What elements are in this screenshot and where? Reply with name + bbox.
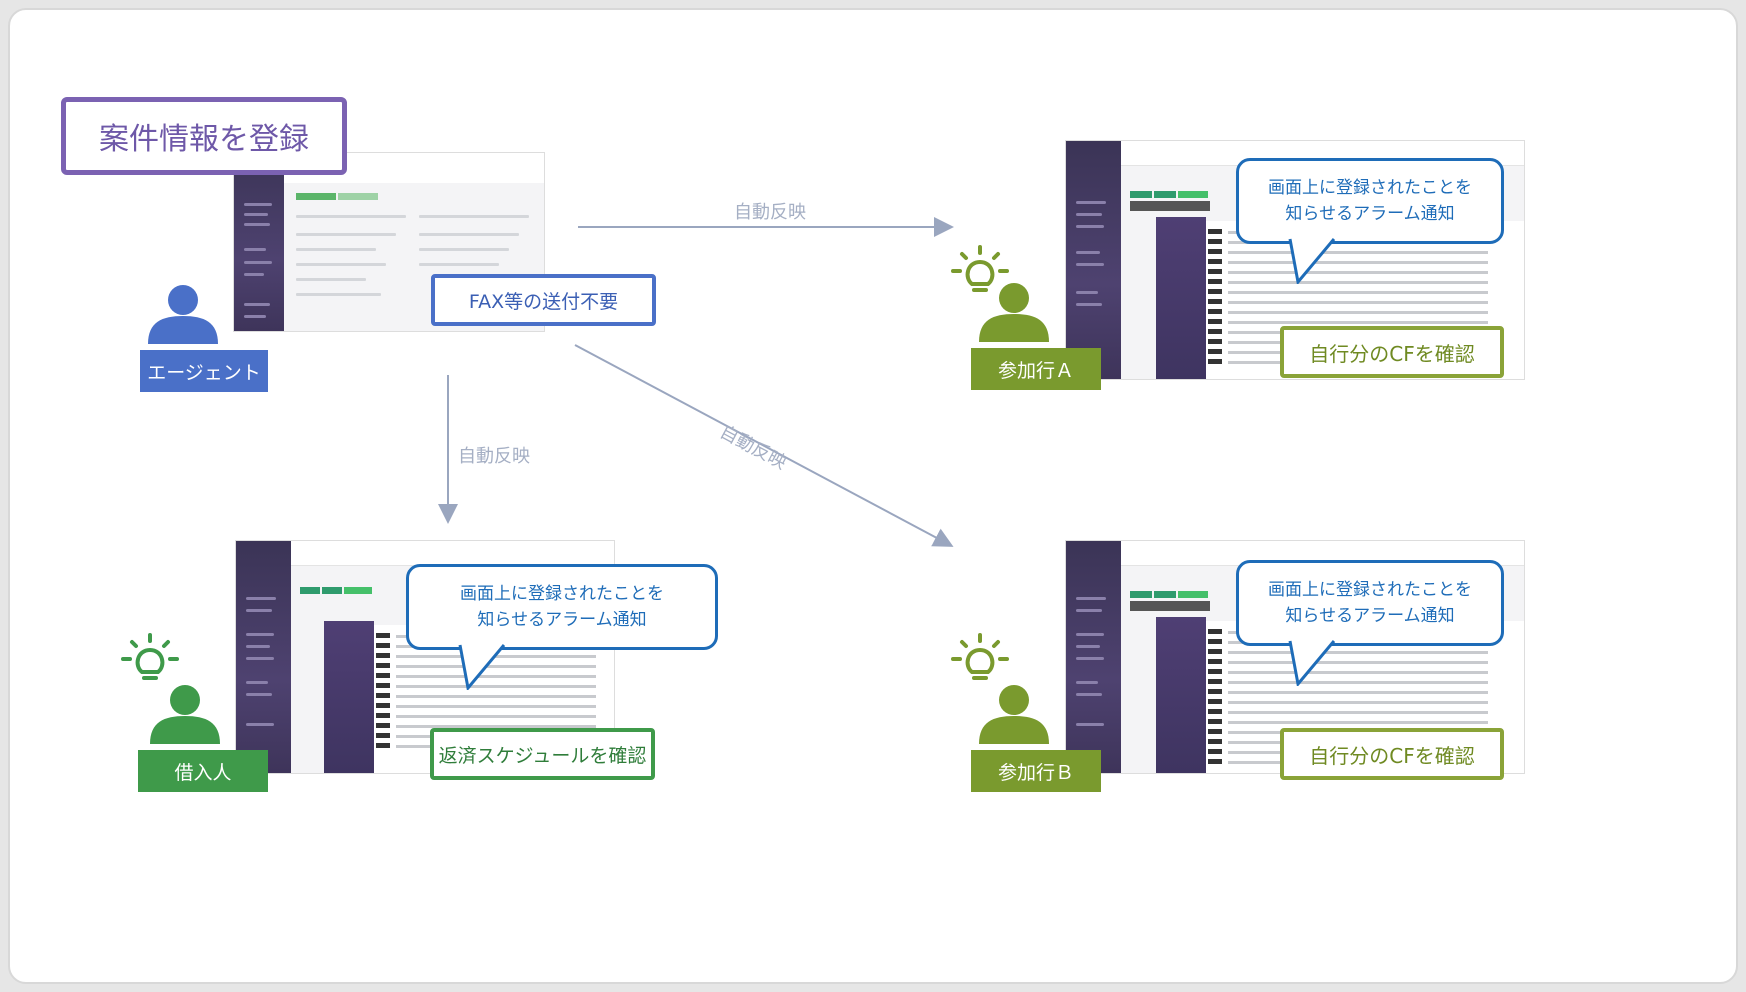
borrower-bubble-line1: 画面上に登録されたことを	[460, 584, 664, 604]
bank-a-label: 参加行Ａ	[971, 348, 1101, 390]
bank-b-alarm-bubble: 画面上に登録されたことを 知らせるアラーム通知	[1236, 560, 1504, 646]
borrower-note: 返済スケジュールを確認	[430, 728, 655, 780]
borrower-bubble-tail	[458, 644, 506, 690]
bank-b-bubble-line2: 知らせるアラーム通知	[1285, 606, 1455, 626]
borrower-lightbulb-icon	[121, 633, 179, 680]
flow-arrows	[438, 217, 954, 547]
bank-b-label: 参加行Ｂ	[971, 750, 1101, 792]
bank-b-bubble-tail	[1288, 640, 1336, 686]
bank-a-note: 自行分のCFを確認	[1280, 326, 1504, 378]
borrower-label: 借入人	[138, 750, 268, 792]
arrow-to-bank-b	[574, 344, 954, 547]
borrower-alarm-bubble: 画面上に登録されたことを 知らせるアラーム通知	[406, 564, 718, 650]
bank-a-lightbulb-icon	[951, 245, 1009, 292]
arrow-label-to-borrower: 自動反映	[458, 446, 530, 467]
bank-a-person-icon	[979, 283, 1049, 342]
agent-label: エージェント	[140, 350, 268, 392]
diagram-frame: 自動反映 自動反映 自動反映 案件情報を登録 FAX等の送付不要	[8, 8, 1738, 984]
bank-a-bubble-line2: 知らせるアラーム通知	[1285, 204, 1455, 224]
borrower-bubble-line2: 知らせるアラーム通知	[477, 610, 647, 630]
bank-a-alarm-bubble: 画面上に登録されたことを 知らせるアラーム通知	[1236, 158, 1504, 244]
bank-b-note: 自行分のCFを確認	[1280, 728, 1504, 780]
bank-b-person-icon	[979, 685, 1049, 744]
agent-note: FAX等の送付不要	[431, 274, 656, 326]
bank-b-lightbulb-icon	[951, 633, 1009, 680]
agent-person-icon	[148, 285, 218, 344]
bank-b-bubble-line1: 画面上に登録されたことを	[1268, 580, 1472, 600]
page-title: 案件情報を登録	[61, 97, 347, 175]
bank-a-bubble-tail	[1288, 238, 1336, 284]
bank-a-bubble-line1: 画面上に登録されたことを	[1268, 178, 1472, 198]
arrow-label-to-bank-a: 自動反映	[734, 202, 806, 223]
borrower-person-icon	[150, 685, 220, 744]
